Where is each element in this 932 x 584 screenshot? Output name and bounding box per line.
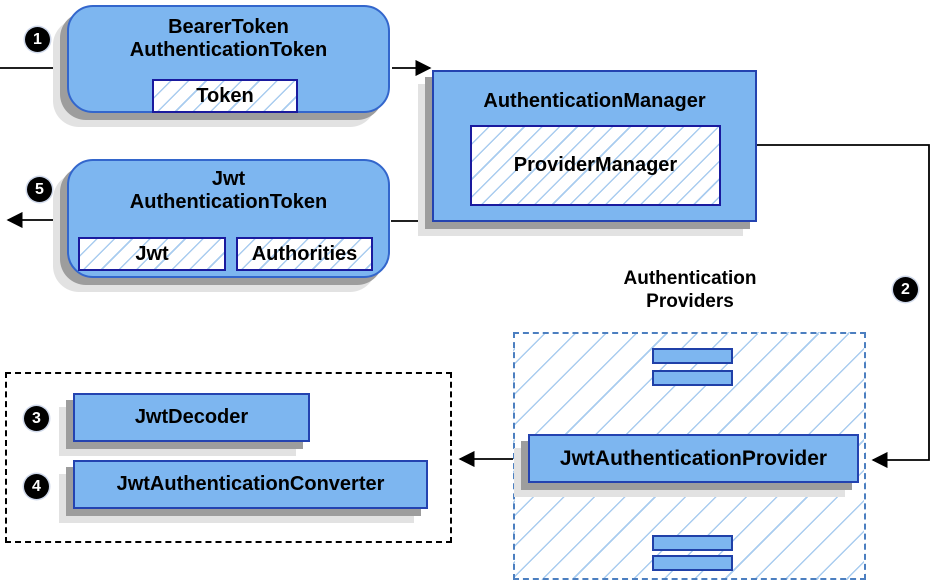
manager-to-provider-arrow	[757, 144, 930, 469]
jwt-authentication-converter-node[interactable]: JwtAuthenticationConverter	[73, 460, 428, 509]
provider-stack-bottom-bar-1	[652, 535, 733, 551]
jwt-authentication-provider-node[interactable]: JwtAuthenticationProvider	[528, 434, 859, 483]
bearer-token-node-title: BearerToken AuthenticationToken	[69, 7, 388, 62]
jwt-token-node-title: Jwt AuthenticationToken	[69, 161, 388, 214]
token-field[interactable]: Token	[152, 79, 298, 113]
provider-manager-label: ProviderManager	[513, 154, 678, 176]
jwt-decoder-node[interactable]: JwtDecoder	[73, 393, 310, 442]
step-1-badge: 1	[25, 27, 50, 52]
authentication-providers-label: Authentication Providers	[590, 267, 790, 313]
token-field-label: Token	[196, 84, 254, 107]
bearer-token-title-line1: BearerToken	[168, 16, 289, 38]
step-4-badge: 4	[24, 474, 49, 499]
step-3-badge: 3	[24, 406, 49, 431]
step-3-number: 3	[32, 409, 41, 427]
jwt-token-title-line1: Jwt	[211, 168, 246, 190]
bearer-token-title-line2: AuthenticationToken	[129, 39, 328, 61]
step-5-number: 5	[35, 180, 44, 198]
step-2-number: 2	[901, 280, 910, 298]
provider-stack-top-bar-2	[652, 370, 733, 386]
jwt-token-title-line2: AuthenticationToken	[129, 191, 328, 213]
step-4-number: 4	[32, 477, 41, 495]
provider-manager-field[interactable]: ProviderManager	[470, 125, 721, 206]
jwt-authentication-provider-label: JwtAuthenticationProvider	[559, 446, 828, 470]
jwt-field[interactable]: Jwt	[78, 237, 226, 271]
step-2-badge: 2	[893, 277, 918, 302]
authorities-field[interactable]: Authorities	[236, 237, 373, 271]
step-5-badge: 5	[27, 177, 52, 202]
authentication-manager-title: AuthenticationManager	[483, 90, 706, 112]
jwt-authentication-converter-label: JwtAuthenticationConverter	[116, 473, 385, 495]
step-1-number: 1	[33, 30, 42, 48]
authentication-providers-label-line1: Authentication	[623, 268, 757, 289]
authorities-field-label: Authorities	[251, 242, 358, 265]
provider-stack-top-bar-1	[652, 348, 733, 364]
jwt-field-label: Jwt	[135, 242, 169, 265]
provider-stack-bottom-bar-2	[652, 555, 733, 571]
jwt-decoder-label: JwtDecoder	[134, 406, 249, 428]
authentication-providers-label-line2: Providers	[646, 291, 734, 312]
